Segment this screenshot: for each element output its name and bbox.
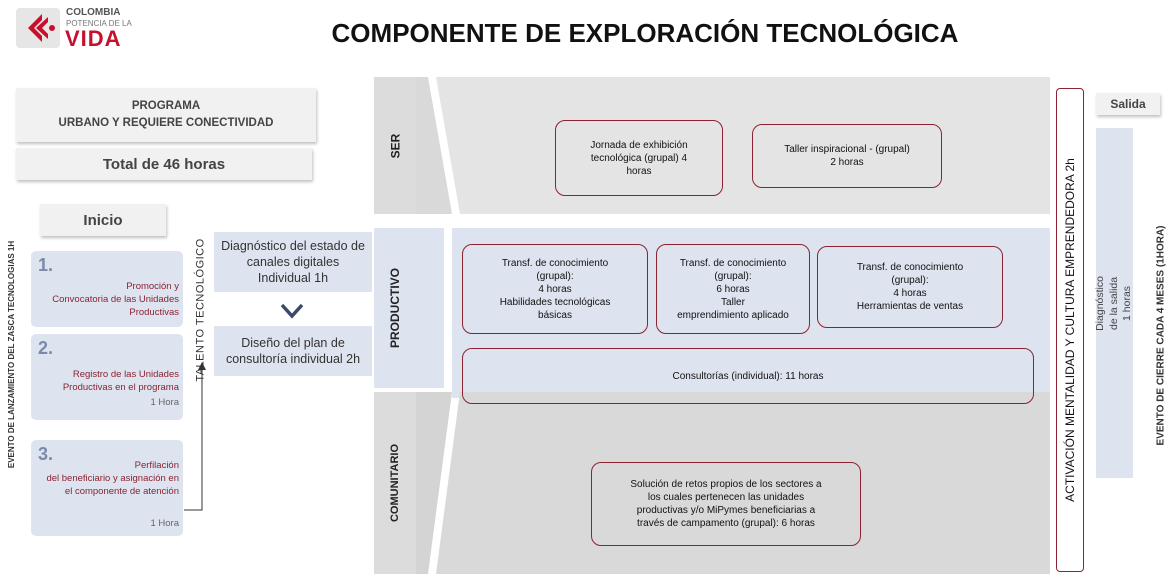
comunitario-row-bg xyxy=(416,392,1050,574)
step-2-hours: 1 Hora xyxy=(150,397,179,408)
step-3-hours: 1 Hora xyxy=(150,518,179,529)
talent-label-wrap: TALENTO TECNOLÓGICO xyxy=(186,238,216,382)
step-1-text: Promoción y Convocatoria de las Unidades… xyxy=(52,281,179,318)
right-label-wrap: EVENTO DE CIERRE CADA 4 MESES (1HORA) xyxy=(1150,160,1172,510)
logo-emblem-icon xyxy=(16,8,60,48)
closing-event-label: EVENTO DE CIERRE CADA 4 MESES (1HORA) xyxy=(1155,224,1167,446)
step-2-number: 2. xyxy=(38,338,54,358)
ser-box-2-text: Taller inspiracional - (grupal) 2 horas xyxy=(784,144,910,168)
consulting-plan-box: Diseño del plan de consultoría individua… xyxy=(214,326,372,376)
total-hours: Total de 46 horas xyxy=(102,155,226,173)
ser-box-2: Taller inspiracional - (grupal) 2 horas xyxy=(752,124,942,188)
total-hours-box: Total de 46 horas xyxy=(16,148,312,180)
exit-label: Salida xyxy=(1110,97,1146,111)
consulting-plan-text: Diseño del plan de consultoría individua… xyxy=(225,335,361,366)
ser-label: SER xyxy=(388,133,402,158)
start-box: Inicio xyxy=(40,204,166,236)
productivo-row-bg-left xyxy=(416,228,444,388)
step-3-text: Perfilación del beneficiario y asignació… xyxy=(46,460,179,497)
step-2: 2. Registro de las Unidades Productivas … xyxy=(31,334,183,420)
exit-diagnostic-text: Diagnóstico de la salida 1 horas xyxy=(1094,275,1134,331)
program-line2: URBANO Y REQUIERE CONECTIVIDAD xyxy=(58,117,274,129)
start-label: Inicio xyxy=(83,211,123,229)
diagnostic-box: Diagnóstico del estado de canales digita… xyxy=(214,232,372,292)
step-3-number: 3. xyxy=(38,444,54,464)
comunitario-label: COMUNITARIO xyxy=(389,443,402,523)
row-label-productivo: PRODUCTIVO xyxy=(374,228,416,388)
consultorias-text: Consultorías (individual): 11 horas xyxy=(672,370,824,382)
page-title: COMPONENTE DE EXPLORACIÓN TECNOLÓGICA xyxy=(331,18,959,48)
row-label-ser: SER xyxy=(374,77,416,214)
connector-arrow-icon xyxy=(184,362,206,511)
activation-bar: ACTIVACIÓN MENTALIDAD Y CULTURA EMPRENDE… xyxy=(1056,88,1084,572)
chevron-down-icon xyxy=(280,303,304,319)
productivo-box-3: Transf. de conocimiento (grupal): 4 hora… xyxy=(817,246,1003,328)
productivo-row-bg xyxy=(452,228,1050,398)
exit-box: Salida xyxy=(1096,93,1160,115)
talent-label: TALENTO TECNOLÓGICO xyxy=(195,238,208,382)
ser-row-bg xyxy=(416,77,1050,214)
launch-event-label: EVENTO DE LANZAMIENTO DEL ZASCA TECNOLOG… xyxy=(7,240,17,468)
program-line1: PROGRAMA xyxy=(131,99,201,112)
ser-box-1: Jornada de exhibición tecnológica (grupa… xyxy=(555,120,723,196)
productivo-label: PRODUCTIVO xyxy=(388,267,403,349)
diagnostic-text: Diagnóstico del estado de canales digita… xyxy=(221,238,365,286)
row-label-comunitario: COMUNITARIO xyxy=(374,392,416,574)
step-1-number: 1. xyxy=(38,255,54,275)
program-box: PROGRAMA URBANO Y REQUIERE CONECTIVIDAD xyxy=(16,88,316,142)
step-2-text: Registro de las Unidades Productivas en … xyxy=(62,369,179,393)
productivo-box-2: Transf. de conocimiento (grupal): 6 hora… xyxy=(656,244,810,334)
logo-line2: POTENCIA DE LA xyxy=(66,19,132,28)
consultorias-box: Consultorías (individual): 11 horas xyxy=(462,348,1034,404)
step-1: 1. Promoción y Convocatoria de las Unida… xyxy=(31,251,183,327)
productivo-box-1-text: Transf. de conocimiento (grupal): 4 hora… xyxy=(499,257,611,321)
comunitario-text: Solución de retos propios de los sectore… xyxy=(630,479,822,529)
ser-box-1-text: Jornada de exhibición tecnológica (grupa… xyxy=(590,139,688,177)
productivo-box-2-text: Transf. de conocimiento (grupal): 6 hora… xyxy=(677,257,789,321)
logo: COLOMBIA POTENCIA DE LA VIDA xyxy=(16,6,166,52)
productivo-box-1: Transf. de conocimiento (grupal): 4 hora… xyxy=(462,244,648,334)
left-label-wrap: EVENTO DE LANZAMIENTO DEL ZASCA TECNOLOG… xyxy=(0,234,27,474)
productivo-box-3-text: Transf. de conocimiento (grupal): 4 hora… xyxy=(856,262,964,312)
exit-diagnostic-box: Diagnóstico de la salida 1 horas xyxy=(1094,128,1134,478)
step-3: 3. Perfilación del beneficiario y asigna… xyxy=(31,440,183,536)
logo-line1: COLOMBIA xyxy=(66,7,121,18)
comunitario-box: Solución de retos propios de los sectore… xyxy=(591,462,861,546)
logo-line3: VIDA xyxy=(65,26,122,51)
activation-label: ACTIVACIÓN MENTALIDAD Y CULTURA EMPRENDE… xyxy=(1063,158,1078,502)
